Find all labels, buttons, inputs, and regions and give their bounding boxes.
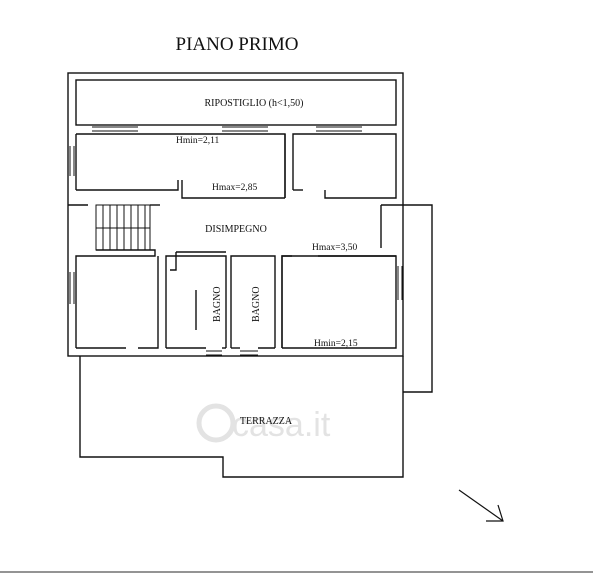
room-top-right-walls xyxy=(292,133,397,199)
label-bagno-2: BAGNO xyxy=(251,286,262,322)
terrace-outline xyxy=(79,356,404,478)
label-hmin-top: Hmin=2,11 xyxy=(176,136,220,146)
room-bottom-left-walls xyxy=(75,249,156,348)
casa-logo-icon xyxy=(196,403,236,443)
label-terrazza: TERRAZZA xyxy=(240,416,293,427)
building-outline xyxy=(67,72,404,357)
label-hmin-bottom: Hmin=2,15 xyxy=(314,339,358,349)
north-arrow-icon xyxy=(458,489,504,522)
watermark: casa.it xyxy=(196,403,331,444)
bagno-2-walls xyxy=(230,255,276,348)
bagno-1-walls xyxy=(165,255,227,348)
label-hmax-right: Hmax=3,50 xyxy=(312,243,357,253)
windows xyxy=(69,126,403,356)
stairs-icon xyxy=(95,204,151,251)
label-hmax-mid: Hmax=2,85 xyxy=(212,183,257,193)
terrace-side-outline xyxy=(381,204,433,393)
page-title: PIANO PRIMO xyxy=(176,34,299,55)
label-bagno-1: BAGNO xyxy=(212,286,223,322)
label-ripostiglio: RIPOSTIGLIO (h<1,50) xyxy=(205,98,304,109)
room-bottom-right-walls xyxy=(281,255,397,349)
ripostiglio-walls xyxy=(75,79,397,126)
watermark-text: casa.it xyxy=(232,406,331,444)
walls xyxy=(67,72,433,478)
label-disimpegno: DISIMPEGNO xyxy=(205,224,267,235)
